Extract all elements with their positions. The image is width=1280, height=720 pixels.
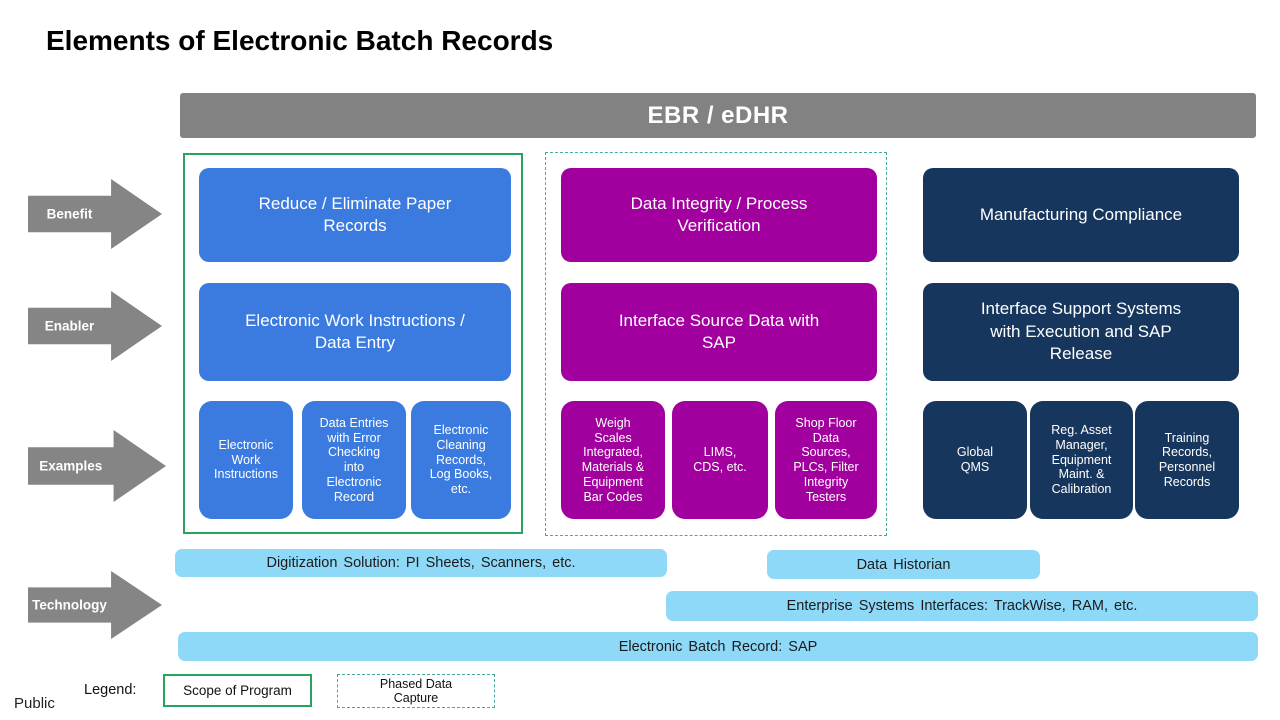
technology-bar-label: Digitization Solution: PI Sheets, Scanne… bbox=[266, 555, 576, 571]
phased-data-capture-outline bbox=[545, 152, 887, 536]
technology-bar-digitization-solution: Digitization Solution: PI Sheets, Scanne… bbox=[175, 549, 667, 577]
benefit-box-data-integrity-label: Data Integrity / Process Verification bbox=[630, 193, 808, 235]
example-box-reg-asset-manager: Reg. Asset Manager, Equipment Maint. & C… bbox=[1030, 401, 1133, 519]
technology-arrow-label: Technology bbox=[32, 597, 107, 613]
technology-arrow: Technology bbox=[28, 571, 162, 639]
enabler-arrow-label: Enabler bbox=[44, 318, 95, 334]
example-label: LIMS, CDS, etc. bbox=[693, 445, 747, 474]
technology-bar-label: Data Historian bbox=[856, 556, 951, 573]
legend-scope-of-program: Scope of Program bbox=[163, 674, 312, 707]
example-label: Electronic Cleaning Records, Log Books, … bbox=[429, 423, 493, 497]
enabler-box-interface-source-data-label: Interface Source Data with SAP bbox=[618, 310, 820, 352]
enabler-box-interface-support-systems-label: Interface Support Systems with Execution… bbox=[980, 299, 1182, 364]
technology-bar-enterprise-systems: Enterprise Systems Interfaces: TrackWise… bbox=[666, 591, 1258, 621]
banner-label: EBR / eDHR bbox=[647, 101, 789, 129]
example-box-global-qms: Global QMS bbox=[923, 401, 1027, 519]
benefit-box-reduce-paper-label: Reduce / Eliminate Paper Records bbox=[258, 193, 452, 235]
example-box-weigh-scales: Weigh Scales Integrated, Materials & Equ… bbox=[561, 401, 665, 519]
example-label: Global QMS bbox=[956, 445, 994, 474]
example-label: Electronic Work Instructions bbox=[214, 437, 278, 482]
example-label: Shop Floor Data Sources, PLCs, Filter In… bbox=[793, 415, 859, 504]
legend-phased-data-capture: Phased Data Capture bbox=[337, 674, 495, 708]
example-box-data-entries-error-checking: Data Entries with Error Checking into El… bbox=[302, 401, 406, 519]
example-label: Data Entries with Error Checking into El… bbox=[319, 415, 389, 504]
example-box-electronic-cleaning-records: Electronic Cleaning Records, Log Books, … bbox=[411, 401, 511, 519]
scope-of-program-outline bbox=[183, 153, 523, 534]
example-label: Training Records, Personnel Records bbox=[1158, 430, 1216, 489]
technology-bar-data-historian: Data Historian bbox=[767, 550, 1040, 579]
benefit-arrow-label: Benefit bbox=[46, 206, 93, 222]
benefit-arrow: Benefit bbox=[28, 179, 162, 249]
enabler-box-interface-source-data: Interface Source Data with SAP bbox=[561, 283, 877, 381]
page-title: Elements of Electronic Batch Records bbox=[46, 25, 554, 56]
benefit-box-data-integrity: Data Integrity / Process Verification bbox=[561, 168, 877, 262]
enabler-box-electronic-work-instructions: Electronic Work Instructions / Data Entr… bbox=[199, 283, 511, 381]
example-box-training-records: Training Records, Personnel Records bbox=[1135, 401, 1239, 519]
enabler-arrow: Enabler bbox=[28, 291, 162, 361]
enabler-box-interface-support-systems: Interface Support Systems with Execution… bbox=[923, 283, 1239, 381]
technology-bar-electronic-batch-record: Electronic Batch Record: SAP bbox=[178, 632, 1258, 661]
examples-arrow-label: Examples bbox=[39, 458, 103, 474]
example-box-lims-cds: LIMS, CDS, etc. bbox=[672, 401, 768, 519]
benefit-box-reduce-paper: Reduce / Eliminate Paper Records bbox=[199, 168, 511, 262]
example-box-shop-floor-data-sources: Shop Floor Data Sources, PLCs, Filter In… bbox=[775, 401, 877, 519]
enabler-box-electronic-work-instructions-label: Electronic Work Instructions / Data Entr… bbox=[245, 310, 465, 352]
legend-phased-data-capture-label: Phased Data Capture bbox=[379, 676, 453, 705]
example-box-electronic-work-instructions: Electronic Work Instructions bbox=[199, 401, 293, 519]
technology-bar-label: Enterprise Systems Interfaces: TrackWise… bbox=[786, 598, 1138, 614]
example-label: Reg. Asset Manager, Equipment Maint. & C… bbox=[1051, 423, 1112, 497]
examples-arrow: Examples bbox=[28, 430, 166, 502]
technology-bar-label: Electronic Batch Record: SAP bbox=[618, 638, 818, 655]
legend-label: Legend: bbox=[84, 682, 137, 698]
classification-label: Public bbox=[14, 695, 55, 712]
example-label: Weigh Scales Integrated, Materials & Equ… bbox=[581, 415, 645, 504]
benefit-box-manufacturing-compliance-label: Manufacturing Compliance bbox=[979, 204, 1183, 224]
legend-scope-of-program-label: Scope of Program bbox=[183, 683, 292, 698]
ebr-edhr-banner: EBR / eDHR bbox=[180, 93, 1256, 138]
benefit-box-manufacturing-compliance: Manufacturing Compliance bbox=[923, 168, 1239, 262]
